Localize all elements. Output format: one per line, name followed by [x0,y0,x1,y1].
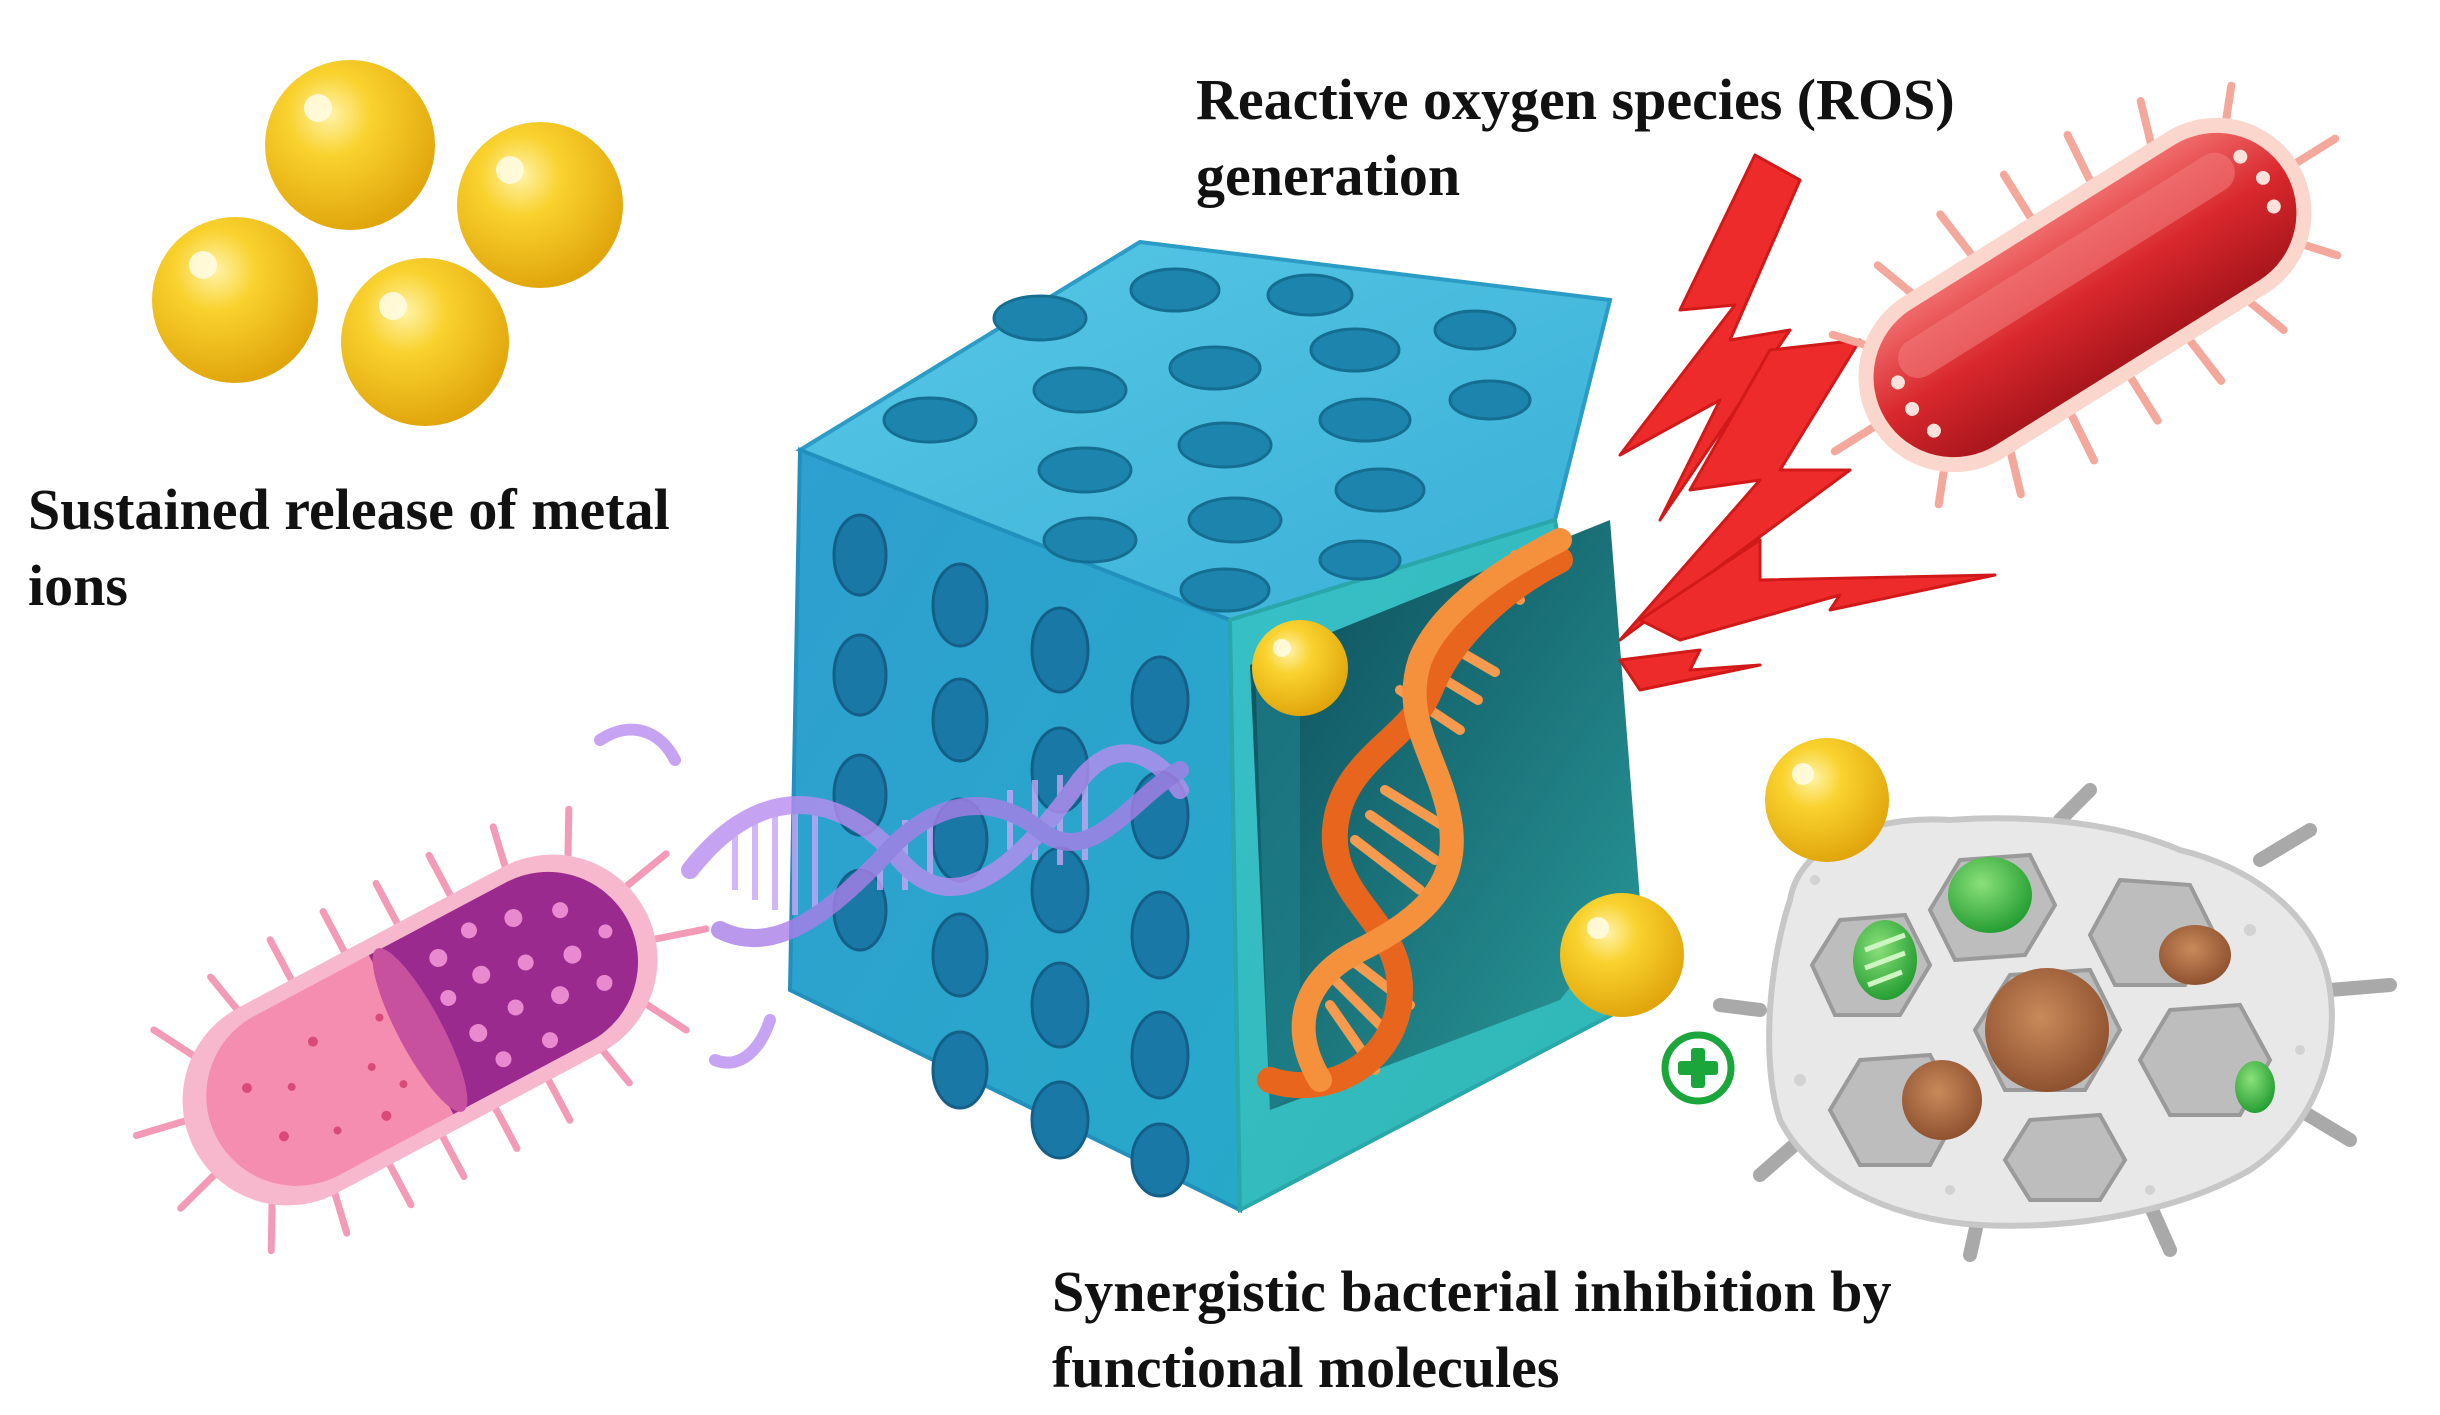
red-bacterium [1828,81,2342,509]
metal-ion-sphere [1252,620,1348,716]
cube-pores-top [882,267,1532,613]
metal-ion-sphere [265,60,435,230]
label-sustained-release-line1: Sustained release of metal [28,477,670,542]
label-ros-line2: generation [1196,143,1461,208]
label-synergistic-line1: Synergistic bacterial inhibition by [1052,1259,1892,1324]
metal-ion-sphere [152,217,318,383]
porous-scaffold [1713,738,2397,1262]
lightning-bolt-icon [1618,153,1802,522]
dna-helix-orange [1257,528,1573,1099]
green-molecule [1853,857,2275,1113]
metal-ion-sphere [457,122,623,288]
ros-lightning [1618,153,1997,692]
label-ros-line1: Reactive oxygen species (ROS) [1196,67,1955,132]
metal-ion-cluster [152,60,623,426]
dna-helix-purple [594,723,1189,1069]
metal-ion-sphere [1560,893,1684,1017]
brown-molecule [1902,925,2231,1140]
label-synergistic-inhibition: Synergistic bacterial inhibition by func… [1052,1254,1891,1406]
metal-ion-sphere [1765,738,1889,862]
lightning-bolt-icon [1618,648,1762,692]
label-ros-generation: Reactive oxygen species (ROS) generation [1196,62,1955,214]
label-synergistic-line2: functional molecules [1052,1335,1560,1400]
pink-bacterium [132,805,710,1255]
label-sustained-release-line2: ions [28,553,128,618]
label-sustained-release: Sustained release of metal ions [28,472,670,624]
plus-icon [1661,1031,1735,1105]
metal-ion-sphere [341,258,509,426]
porous-cube [594,239,1684,1214]
lightning-bolt-icon [1638,538,1997,642]
